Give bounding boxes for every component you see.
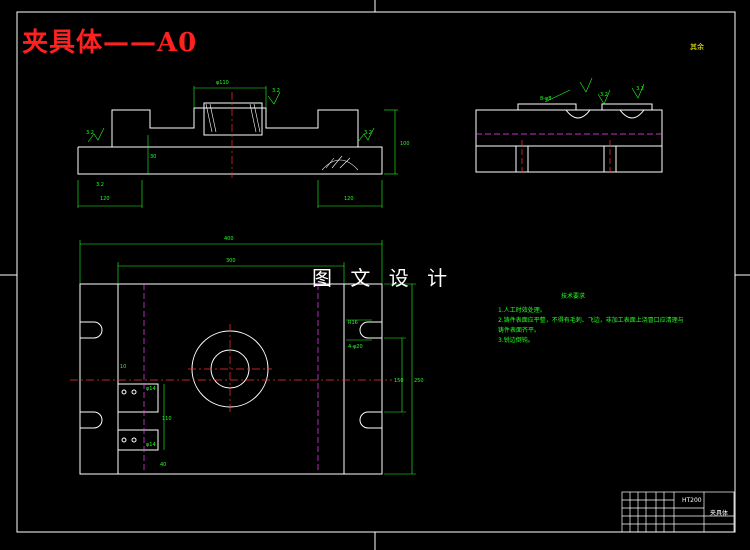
svg-text:120: 120 xyxy=(344,196,354,202)
svg-text:3.2: 3.2 xyxy=(86,130,94,136)
svg-text:40: 40 xyxy=(160,462,166,468)
general-roughness-label: 其余 xyxy=(690,43,704,51)
svg-text:3.2: 3.2 xyxy=(96,182,104,188)
svg-text:30: 30 xyxy=(150,154,156,160)
svg-text:8-φ8: 8-φ8 xyxy=(540,96,551,102)
svg-text:3.2: 3.2 xyxy=(364,130,372,136)
top-view: 400 300 250 150 110 φ14 φ14 R16 4-φ20 10… xyxy=(70,236,424,475)
drawing-title: 夹具体——A0 xyxy=(22,28,198,58)
svg-text:φ110: φ110 xyxy=(216,80,229,86)
side-view: 8-φ8 3.2 3.2 xyxy=(475,77,663,176)
front-view: φ110 120 120 100 30 3.2 3.2 3.2 3.2 xyxy=(77,80,410,208)
svg-text:R16: R16 xyxy=(348,320,358,326)
svg-text:4-φ20: 4-φ20 xyxy=(348,344,363,350)
svg-text:φ14: φ14 xyxy=(146,442,156,448)
svg-text:250: 250 xyxy=(414,378,424,384)
title-block xyxy=(621,491,735,533)
svg-text:3.2: 3.2 xyxy=(272,88,280,94)
svg-text:110: 110 xyxy=(162,416,172,422)
svg-text:100: 100 xyxy=(400,141,410,147)
technical-notes: 技术要求 1.人工时效处理。 2.铸件表面应平整，不得有毛刺、飞边，非加工表面上… xyxy=(498,292,684,346)
svg-text:3.2: 3.2 xyxy=(636,86,644,92)
title-block-part-name: 夹具体 xyxy=(710,510,729,517)
technical-notes-heading: 技术要求 xyxy=(560,293,585,300)
technical-note-1: 1.人工时效处理。 xyxy=(498,307,546,314)
title-block-material: HT200 xyxy=(682,497,702,504)
technical-note-2: 2.铸件表面应平整，不得有毛刺、飞边，非加工表面上浇冒口应清理与 xyxy=(498,317,684,324)
watermark-text: 图 文 设 计 xyxy=(312,266,454,290)
svg-text:400: 400 xyxy=(224,236,234,242)
svg-text:150: 150 xyxy=(394,378,404,384)
svg-text:300: 300 xyxy=(226,258,236,264)
svg-text:3.2: 3.2 xyxy=(600,92,608,98)
svg-text:φ14: φ14 xyxy=(146,386,156,392)
svg-text:10: 10 xyxy=(120,364,126,370)
technical-note-3: 3.锐边倒钝。 xyxy=(498,337,534,344)
technical-note-2-cont: 铸件表面齐平。 xyxy=(498,327,541,334)
svg-text:120: 120 xyxy=(100,196,110,202)
